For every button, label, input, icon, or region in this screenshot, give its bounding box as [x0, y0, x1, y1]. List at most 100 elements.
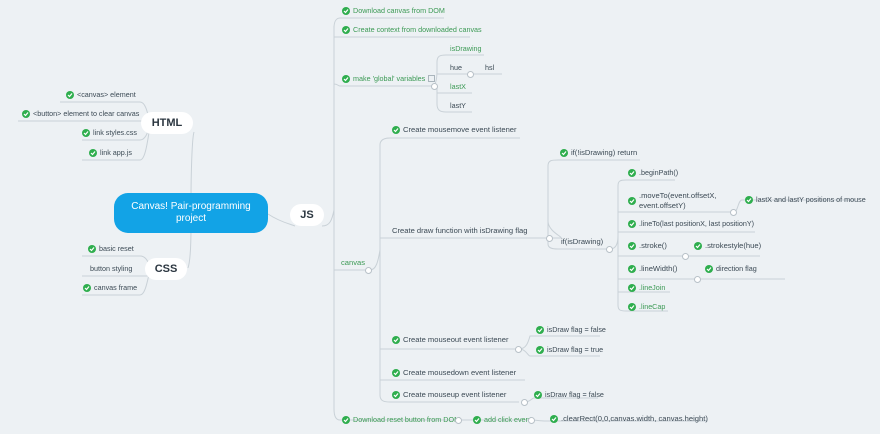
check-icon	[392, 125, 400, 134]
var-hue-hsl[interactable]: hsl	[485, 63, 494, 72]
collapse-handle-reset[interactable]	[455, 417, 462, 424]
mouseout-flag-false[interactable]: isDraw flag = false	[536, 325, 606, 334]
node-label: basic reset	[99, 244, 134, 253]
check-icon	[342, 6, 350, 15]
node-label: Download canvas from DOM	[353, 6, 445, 15]
html-item-canvas-element[interactable]: <canvas> element	[66, 90, 136, 99]
var-isdrawing[interactable]: isDrawing	[450, 44, 482, 53]
node-label: Create context from downloaded canvas	[353, 25, 482, 34]
branch-js[interactable]: JS	[290, 204, 324, 226]
check-icon	[392, 390, 400, 399]
node-label: if(!isDrawing) return	[571, 148, 638, 157]
canvas-mousedown-listener[interactable]: Create mousedown event listener	[392, 368, 516, 377]
check-icon	[536, 345, 544, 354]
check-icon	[89, 148, 97, 157]
check-icon	[628, 264, 636, 273]
js-create-context[interactable]: Create context from downloaded canvas	[342, 25, 482, 34]
branch-html-label: HTML	[151, 117, 183, 129]
collapse-toggle-icon[interactable]	[428, 75, 436, 82]
var-hue[interactable]: hue	[450, 63, 462, 72]
node-label: hsl	[485, 63, 495, 72]
check-icon	[550, 414, 558, 423]
node-label: .beginPath()	[639, 168, 679, 177]
collapse-handle-mouseout[interactable]	[515, 346, 522, 353]
check-icon	[694, 241, 702, 250]
step-line-to[interactable]: .lineTo(last positionX, last positionY)	[628, 219, 754, 228]
canvas-mouseup-listener[interactable]: Create mouseup event listener	[392, 390, 506, 399]
html-item-button-element[interactable]: <button> element to clear canvas	[22, 109, 139, 118]
mouseout-flag-true[interactable]: isDraw flag = true	[536, 345, 603, 354]
check-icon	[473, 415, 481, 424]
canvas-draw-function[interactable]: Create draw function with isDrawing flag	[392, 226, 527, 235]
node-label: make 'global' variables	[353, 74, 426, 83]
check-icon	[22, 109, 30, 118]
node-label: Create mouseup event listener	[403, 390, 507, 399]
node-label: <button> element to clear canvas	[33, 109, 140, 118]
check-icon	[342, 25, 350, 34]
collapse-handle-click[interactable]	[528, 417, 535, 424]
collapse-handle-stroke[interactable]	[682, 253, 689, 260]
canvas-mousemove-listener[interactable]: Create mousemove event listener	[392, 125, 517, 134]
step-line-width[interactable]: .lineWidth()	[628, 264, 677, 273]
node-label-line2: event.offsetY)	[639, 201, 686, 210]
collapse-handle-globals[interactable]	[431, 83, 438, 90]
collapse-handle-canvas[interactable]	[365, 267, 372, 274]
node-label: .lineWidth()	[639, 264, 678, 273]
step-stroke[interactable]: .stroke()	[628, 241, 667, 250]
check-icon	[628, 241, 636, 250]
check-icon	[628, 168, 636, 177]
node-label: button styling	[90, 264, 133, 273]
step-direction-flag[interactable]: direction flag	[705, 264, 757, 273]
check-icon	[66, 90, 74, 99]
step-line-cap[interactable]: .lineCap	[628, 302, 665, 311]
node-label: lastX and lastY positions of mouse	[756, 195, 866, 204]
collapse-handle-hue[interactable]	[467, 71, 474, 78]
step-move-to[interactable]: .moveTo(event.offsetX, event.offsetY)	[628, 191, 717, 211]
js-global-variables[interactable]: make 'global' variables	[342, 74, 436, 83]
reset-add-click-event[interactable]: add click event	[473, 415, 532, 424]
css-item-button-styling[interactable]: button styling	[90, 264, 132, 273]
css-item-basic-reset[interactable]: basic reset	[88, 244, 134, 253]
node-label: Create draw function with isDrawing flag	[392, 226, 528, 235]
node-label: Create mouseout event listener	[403, 335, 509, 344]
css-item-canvas-frame[interactable]: canvas frame	[83, 283, 137, 292]
html-item-link-styles[interactable]: link styles.css	[82, 128, 137, 137]
collapse-handle-draw[interactable]	[546, 235, 553, 242]
node-label: isDraw flag = false	[547, 325, 606, 334]
draw-not-drawing-return[interactable]: if(!isDrawing) return	[560, 148, 637, 157]
node-label: Create mousedown event listener	[403, 368, 517, 377]
check-icon	[560, 148, 568, 157]
collapse-handle-move-to[interactable]	[730, 209, 737, 216]
canvas-mouseout-listener[interactable]: Create mouseout event listener	[392, 335, 509, 344]
node-label: canvas frame	[94, 283, 138, 292]
collapse-handle-line-width[interactable]	[694, 276, 701, 283]
node-label: .clearRect(0,0,canvas.width, canvas.heig…	[561, 414, 708, 423]
js-download-reset-button[interactable]: Download reset button from DOM	[342, 415, 460, 424]
node-label: <canvas> element	[77, 90, 136, 99]
js-download-canvas[interactable]: Download canvas from DOM	[342, 6, 445, 15]
step-move-to-note[interactable]: lastX and lastY positions of mouse	[745, 195, 866, 204]
node-label: isDraw flag = false	[545, 390, 604, 399]
node-label: .strokestyle(hue)	[705, 241, 762, 250]
step-stroke-style[interactable]: .strokestyle(hue)	[694, 241, 761, 250]
check-icon	[628, 219, 636, 228]
check-icon	[628, 197, 636, 205]
var-lastx[interactable]: lastX	[450, 82, 466, 91]
central-topic[interactable]: Canvas! Pair-programming project	[114, 193, 268, 233]
check-icon	[745, 195, 753, 204]
branch-html[interactable]: HTML	[141, 112, 193, 134]
mouseup-flag-false[interactable]: isDraw flag = false	[534, 390, 604, 399]
collapse-handle-mouseup[interactable]	[521, 399, 528, 406]
node-label: canvas	[341, 258, 366, 267]
central-topic-line1: Canvas! Pair-programming	[131, 201, 251, 212]
check-icon	[83, 283, 91, 292]
draw-is-drawing[interactable]: if(isDrawing)	[561, 237, 603, 246]
var-lasty[interactable]: lastY	[450, 101, 466, 110]
html-item-link-app[interactable]: link app.js	[89, 148, 132, 157]
js-canvas[interactable]: canvas	[341, 258, 365, 267]
collapse-handle-is-drawing[interactable]	[606, 246, 613, 253]
step-begin-path[interactable]: .beginPath()	[628, 168, 678, 177]
reset-clear-rect[interactable]: .clearRect(0,0,canvas.width, canvas.heig…	[550, 414, 708, 423]
branch-css[interactable]: CSS	[145, 258, 187, 280]
step-line-join[interactable]: .lineJoin	[628, 283, 665, 292]
